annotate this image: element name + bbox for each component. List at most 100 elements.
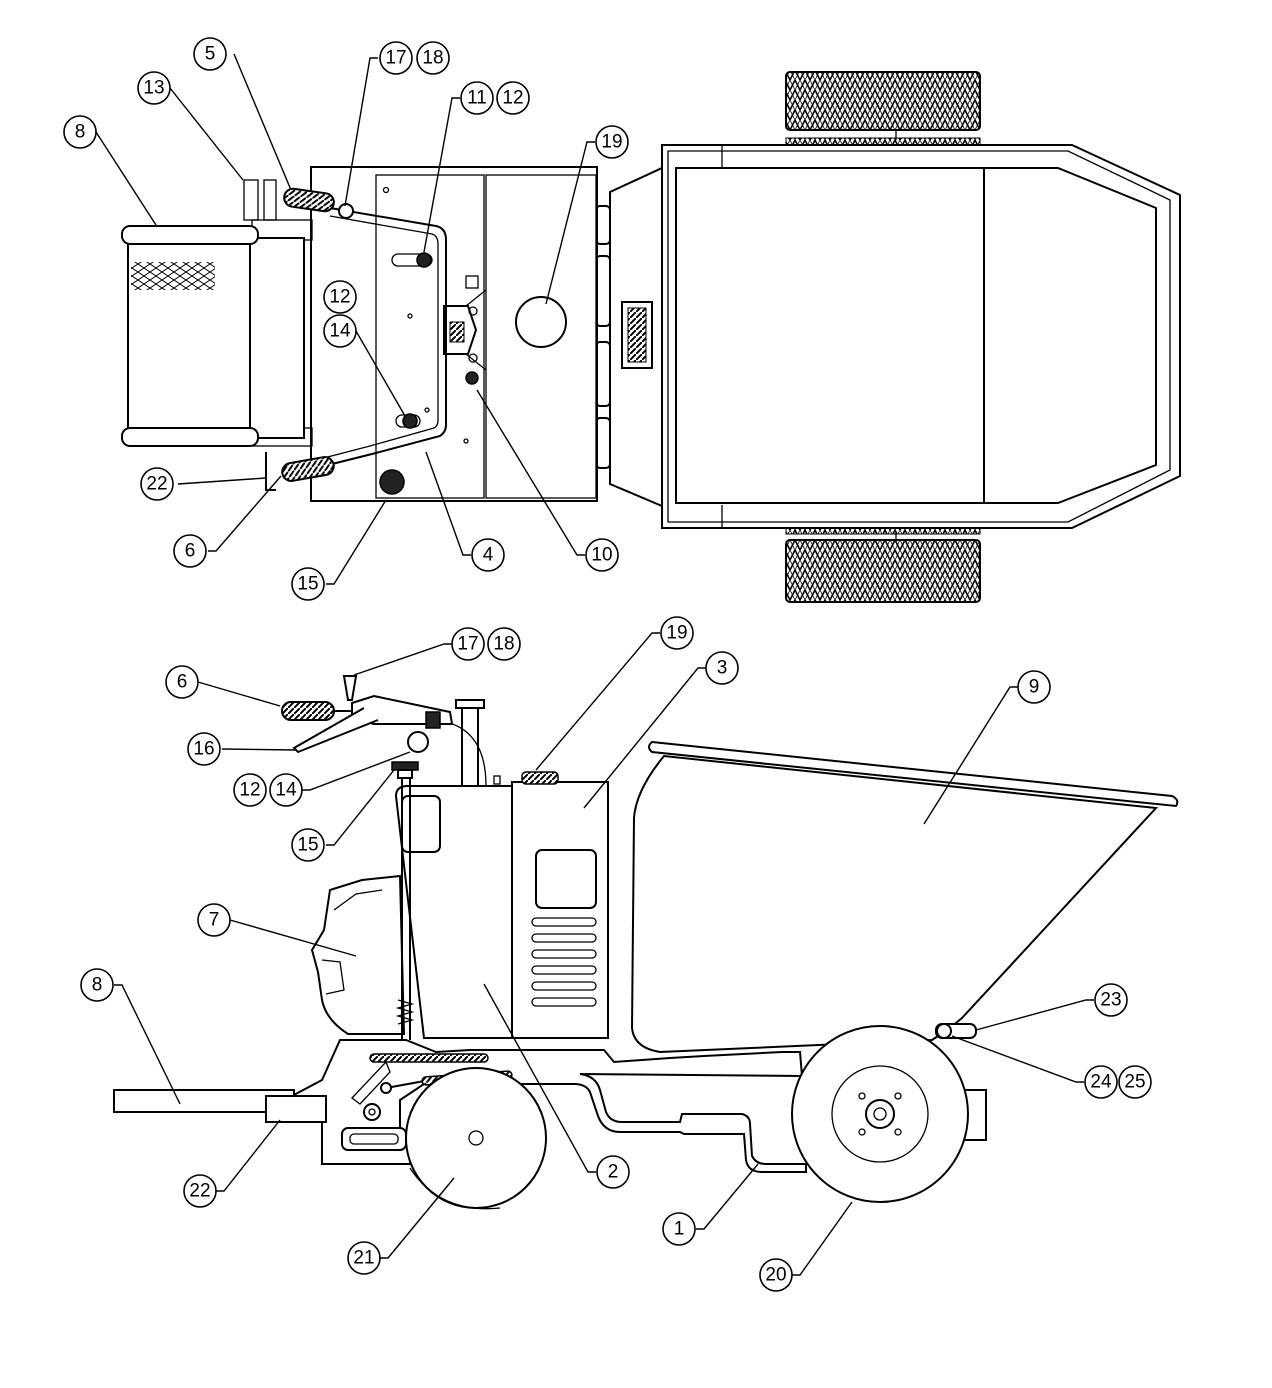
svg-text:21: 21: [353, 1248, 374, 1269]
side-handle: [281, 675, 454, 754]
callout-11: 11: [460, 81, 494, 115]
callout-12: 12: [323, 280, 357, 314]
side-body: [391, 699, 609, 1040]
svg-text:18: 18: [422, 48, 443, 69]
svg-text:4: 4: [483, 545, 494, 566]
side-callouts: 19 17 18 3 9 6 16 12 14 15 7 8 23 24 25 …: [80, 616, 1152, 1292]
callout-1: 1: [662, 1212, 696, 1246]
svg-text:19: 19: [601, 132, 622, 153]
callout-15: 15: [291, 828, 325, 862]
callout-14: 14: [269, 773, 303, 807]
side-throttle-knob: [342, 675, 358, 701]
top-hopper: [661, 144, 1181, 529]
callout-25: 25: [1118, 1065, 1152, 1099]
callout-2: 2: [596, 1155, 630, 1189]
callout-21: 21: [347, 1241, 381, 1275]
grip-lower-top: [281, 456, 335, 482]
callout-24: 24: [1084, 1065, 1118, 1099]
callout-12: 12: [233, 773, 267, 807]
callout-15: 15: [291, 567, 325, 601]
callout-3: 3: [705, 651, 739, 685]
side-front-wheel: [405, 1067, 547, 1210]
svg-text:13: 13: [143, 78, 164, 99]
brake-knob-top: [379, 469, 405, 495]
svg-text:12: 12: [239, 780, 260, 801]
callout-7: 7: [197, 903, 231, 937]
svg-text:22: 22: [146, 474, 167, 495]
svg-text:22: 22: [189, 1181, 210, 1202]
svg-text:25: 25: [1124, 1072, 1145, 1093]
callout-22: 22: [140, 467, 174, 501]
svg-text:9: 9: [1029, 677, 1040, 698]
svg-text:15: 15: [297, 574, 318, 595]
callout-6: 6: [173, 534, 207, 568]
fuel-cap-top: [515, 296, 567, 348]
grip-upper-top: [283, 187, 335, 213]
top-body: [310, 166, 598, 502]
top-wheel-lower: [785, 525, 981, 603]
svg-text:6: 6: [177, 672, 188, 693]
svg-text:2: 2: [608, 1162, 619, 1183]
side-chassis: [113, 1039, 807, 1173]
svg-text:16: 16: [193, 739, 214, 760]
side-hopper: [630, 740, 1179, 1054]
side-fuel-cap: [521, 771, 559, 785]
svg-text:24: 24: [1090, 1072, 1112, 1093]
top-callouts: 5 17 18 11 12 19 13 8 12 14 22 6 15 4 10: [63, 37, 629, 601]
side-leaders: [114, 632, 1094, 1276]
callout-13: 13: [137, 71, 171, 105]
svg-text:15: 15: [297, 835, 318, 856]
side-view: 19 17 18 3 9 6 16 12 14 15 7 8 23 24 25 …: [80, 616, 1179, 1292]
lever-knob-top: [465, 371, 479, 385]
callout-16: 16: [187, 732, 221, 766]
svg-text:18: 18: [493, 634, 514, 655]
callout-5: 5: [193, 37, 227, 71]
top-leaders: [95, 53, 595, 585]
top-wheel-upper: [785, 71, 981, 147]
svg-text:17: 17: [385, 48, 406, 69]
callout-12: 12: [496, 81, 530, 115]
svg-text:1: 1: [674, 1219, 685, 1240]
svg-text:20: 20: [765, 1265, 786, 1286]
svg-text:3: 3: [717, 658, 728, 679]
decal-plate: [621, 301, 653, 369]
callout-14: 14: [323, 314, 357, 348]
callout-18: 18: [487, 627, 521, 661]
choke-knob-top: [416, 252, 432, 268]
top-handle: [281, 187, 447, 482]
svg-text:14: 14: [275, 780, 297, 801]
svg-text:5: 5: [205, 44, 216, 65]
svg-text:19: 19: [666, 623, 687, 644]
callout-8: 8: [80, 968, 114, 1002]
svg-text:8: 8: [75, 122, 86, 143]
side-grip: [281, 701, 335, 721]
callout-9: 9: [1017, 670, 1051, 704]
svg-text:10: 10: [591, 545, 612, 566]
side-lever-ball: [407, 731, 429, 753]
callout-4: 4: [471, 538, 505, 572]
svg-text:6: 6: [185, 541, 196, 562]
side-vent-panel: [531, 849, 597, 1007]
top-neck: [595, 166, 663, 508]
callout-18: 18: [416, 41, 450, 75]
top-view: 5 17 18 11 12 19 13 8 12 14 22 6 15 4 10: [63, 37, 1181, 603]
callout-20: 20: [759, 1258, 793, 1292]
callout-22: 22: [183, 1174, 217, 1208]
callout-8: 8: [63, 115, 97, 149]
svg-text:14: 14: [329, 321, 351, 342]
svg-text:12: 12: [329, 287, 350, 308]
callout-19: 19: [595, 125, 629, 159]
callout-17: 17: [451, 627, 485, 661]
svg-text:8: 8: [92, 975, 103, 996]
side-engine: [310, 874, 406, 1035]
callout-17: 17: [379, 41, 413, 75]
callout-10: 10: [585, 538, 619, 572]
svg-text:23: 23: [1100, 990, 1121, 1011]
svg-text:7: 7: [209, 910, 220, 931]
callout-23: 23: [1094, 983, 1128, 1017]
callout-6: 6: [165, 665, 199, 699]
side-rear-wheel: [791, 1025, 987, 1203]
svg-text:17: 17: [457, 634, 478, 655]
